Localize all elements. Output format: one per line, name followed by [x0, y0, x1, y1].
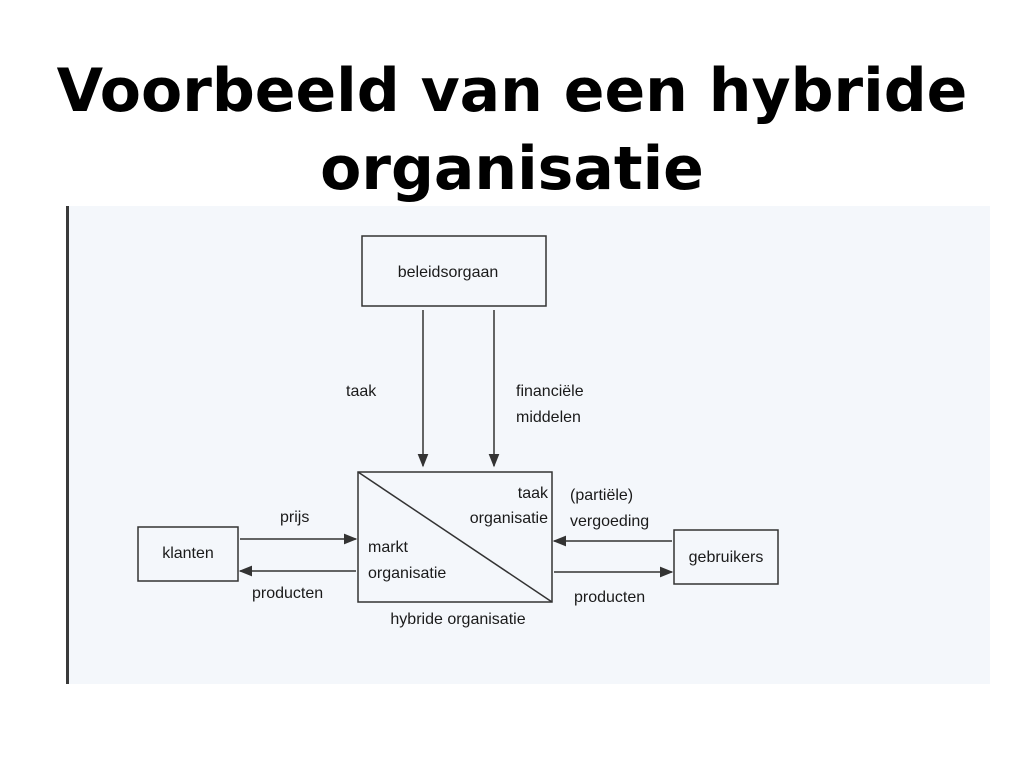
clients-node: klanten — [137, 526, 239, 582]
market-organisation-line-2: organisatie — [368, 565, 446, 582]
hybrid-diagonal-divider — [357, 471, 553, 603]
hybrid-organisation-node: taak organisatie markt organisatie hybri… — [357, 471, 553, 628]
policy-body-label: beleidsorgaan — [398, 264, 499, 281]
users-node: gebruikers — [673, 529, 779, 585]
market-organisation-line-1: markt — [368, 539, 409, 556]
slide-title: Voorbeeld van een hybride organisatie — [0, 52, 1024, 208]
slide-title-line-2: organisatie — [320, 134, 704, 204]
products-label-right: producten — [574, 589, 645, 606]
policy-body-node: beleidsorgaan — [361, 235, 547, 307]
task-organisation-line-1: taak — [518, 485, 549, 502]
financial-label-line-2: middelen — [516, 409, 581, 426]
hybrid-organisation-caption: hybride organisatie — [390, 611, 525, 628]
task-label: taak — [346, 383, 377, 400]
policy-body-box — [361, 235, 547, 307]
scan-edge-line — [66, 206, 69, 684]
users-box — [673, 529, 779, 585]
clients-box — [137, 526, 239, 582]
slide-title-line-1: Voorbeeld van een hybride — [56, 56, 968, 126]
products-label-left: producten — [252, 585, 323, 602]
users-label: gebruikers — [689, 549, 764, 566]
price-label: prijs — [280, 509, 309, 526]
compensation-label-line-1: (partiële) — [570, 487, 633, 504]
clients-label: klanten — [162, 545, 214, 562]
task-organisation-line-2: organisatie — [470, 510, 548, 527]
hybrid-organisation-box — [357, 471, 553, 603]
scanned-figure-background — [66, 206, 990, 684]
compensation-label-line-2: vergoeding — [570, 513, 649, 530]
financial-label-line-1: financiële — [516, 383, 584, 400]
